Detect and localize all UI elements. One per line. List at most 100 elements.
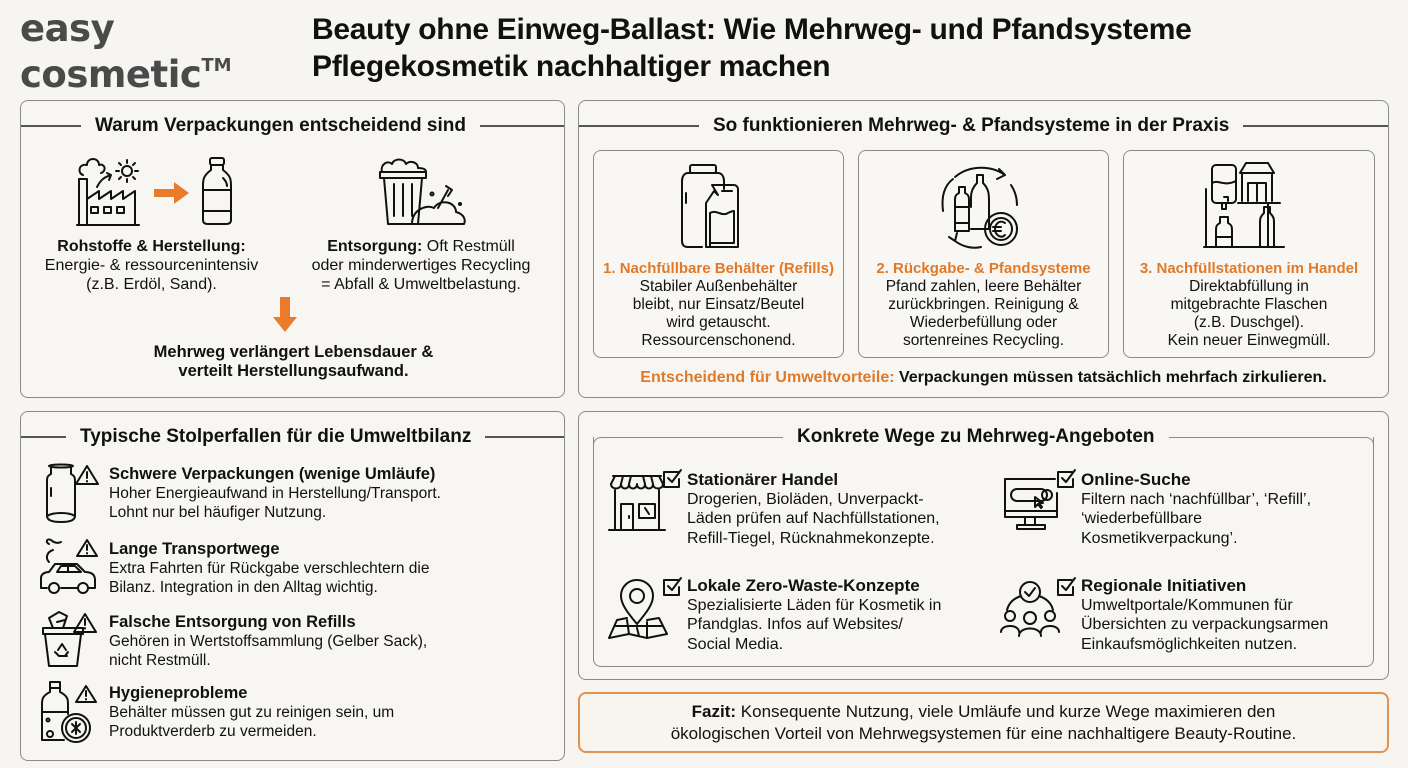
conclusion-label: Fazit: xyxy=(691,702,737,721)
divider xyxy=(579,125,699,127)
card-deposit: 2. Rückgabe- & Pfandsysteme Pfand zahlen… xyxy=(858,150,1109,358)
conclusion-line: Konsequente Nutzung, viele Umläufe und k… xyxy=(736,702,1276,721)
card-line: Wiederbefüllung oder xyxy=(909,314,1058,331)
checkbox-checked-icon xyxy=(661,468,683,490)
way-title: Regionale Initiativen xyxy=(1081,576,1247,595)
inner-frame xyxy=(593,437,1374,667)
divider xyxy=(479,125,564,127)
pitfall-title: Falsche Entsorgung von Refills xyxy=(109,613,356,631)
conclusion-line: ökologischen Vorteil von Mehrwegsystemen… xyxy=(670,724,1297,743)
refill-container-icon xyxy=(678,163,744,249)
card-line: (z.B. Duschgel). xyxy=(1193,314,1305,331)
way-item: Lokale Zero-Waste-Konzepte Spezialisiert… xyxy=(687,576,987,654)
section-heading: Konkrete Wege zu Mehrweg-Angeboten xyxy=(797,426,1155,447)
car-warning-icon xyxy=(37,536,99,598)
divider xyxy=(1243,125,1388,127)
way-line: Umweltportale/Kommunen für xyxy=(1081,596,1293,614)
pitfall-line: Extra Fahrten für Rückgabe verschlechter… xyxy=(109,560,430,577)
card-line: Ressourcenschonend. xyxy=(641,332,796,349)
community-group-icon xyxy=(999,578,1061,638)
way-title: Lokale Zero-Waste-Konzepte xyxy=(687,576,920,595)
pitfall-item: Lange Transportwege Extra Fahrten für Rü… xyxy=(109,540,549,597)
conclusion-line: verteilt Herstellungsaufwand. xyxy=(178,362,409,380)
card-line: zurückbringen. Reinigung & xyxy=(888,296,1079,313)
trash-can-icon xyxy=(376,156,468,228)
card-line: Kein neuer Einwegmüll. xyxy=(1167,332,1331,349)
way-item: Online-Suche Filtern nach ‘nachfüllbar’,… xyxy=(1081,470,1381,548)
pitfall-title: Lange Transportwege xyxy=(109,540,280,558)
disposal-line: Oft Restmüll xyxy=(422,238,515,255)
computer-search-icon xyxy=(1001,475,1061,533)
card-refill-stations: 3. Nachfüllstationen im Handel Direktabf… xyxy=(1123,150,1375,358)
panel-ways: Konkrete Wege zu Mehrweg-Angeboten Stati… xyxy=(578,411,1389,680)
card-refills: 1. Nachfüllbare Behälter (Refills) Stabi… xyxy=(593,150,844,358)
card-title: 2. Rückgabe- & Pfandsysteme xyxy=(876,260,1091,277)
pitfall-item: Falsche Entsorgung von Refills Gehören i… xyxy=(109,613,549,670)
way-line: Filtern nach ‘nachfüllbar’, ‘Refill’, xyxy=(1081,490,1312,508)
card-line: mitgebrachte Flaschen xyxy=(1170,296,1328,313)
panel-header: Typische Stolperfallen für die Umweltbil… xyxy=(21,424,564,450)
way-line: Drogerien, Bioläden, Unverpackt- xyxy=(687,490,924,508)
way-title: Online-Suche xyxy=(1081,470,1191,489)
way-title: Stationärer Handel xyxy=(687,470,839,489)
pitfall-line: Behälter müssen gut zu reinigen sein, um xyxy=(109,704,395,721)
production-line: Energie- & ressourcenintensiv xyxy=(44,257,259,274)
way-item: Regionale Initiativen Umweltportale/Komm… xyxy=(1081,576,1381,654)
divider xyxy=(21,125,81,127)
panel-header: So funktionieren Mehrweg- & Pfandsysteme… xyxy=(579,113,1388,139)
section-heading: Typische Stolperfallen für die Umweltbil… xyxy=(80,426,472,447)
pitfall-line: nicht Restmüll. xyxy=(109,652,211,669)
card-text: 3. Nachfüllstationen im Handel Direktabf… xyxy=(1124,260,1374,350)
card-line: Stabiler Außenbehälter xyxy=(639,278,798,295)
panel-how-it-works: So funktionieren Mehrweg- & Pfandsysteme… xyxy=(578,100,1389,398)
pitfall-item: Schwere Verpackungen (wenige Umläufe) Ho… xyxy=(109,465,549,522)
conclusion-line: Mehrweg verlängert Lebensdauer & xyxy=(153,343,434,361)
page-title: Beauty ohne Einweg-Ballast: Wie Mehrweg-… xyxy=(312,11,1392,85)
divider xyxy=(593,437,783,463)
logo-line-1: easy xyxy=(20,7,115,50)
checkbox-checked-icon xyxy=(1055,576,1077,598)
panel-header: Warum Verpackungen entscheidend sind xyxy=(21,113,564,139)
deposit-cycle-icon xyxy=(935,161,1027,251)
checkbox-checked-icon xyxy=(661,576,683,598)
key-note-label: Entscheidend für Umweltvorteile: xyxy=(640,369,895,386)
card-line: wird getauscht. xyxy=(666,314,771,331)
section-heading: So funktionieren Mehrweg- & Pfandsysteme… xyxy=(713,115,1230,136)
pitfall-title: Schwere Verpackungen (wenige Umläufe) xyxy=(109,465,436,483)
way-line: Läden prüfen auf Nachfüllstationen, xyxy=(687,510,940,527)
way-line: Spezialisierte Läden für Kosmetik in xyxy=(687,596,942,614)
card-line: Pfand zahlen, leere Behälter xyxy=(885,278,1082,295)
heavy-jar-warning-icon xyxy=(43,462,99,524)
checkbox-checked-icon xyxy=(1055,468,1077,490)
way-line: Refill-Tiegel, Rücknahmekonzepte. xyxy=(687,529,935,547)
production-label: Rohstoffe & Herstellung: xyxy=(57,238,246,255)
disposal-label: Entsorgung: xyxy=(327,238,423,255)
title-line-1: Beauty ohne Einweg-Ballast: Wie Mehrweg-… xyxy=(312,13,1192,46)
bottle-icon xyxy=(199,156,235,226)
pitfall-line: Hoher Energieaufwand in Herstellung/Tran… xyxy=(109,485,441,502)
way-line: Übersichten zu verpackungsarmen xyxy=(1081,616,1329,633)
divider xyxy=(485,436,564,438)
way-line: Einkaufsmöglichkeiten nutzen. xyxy=(1081,635,1298,653)
divider xyxy=(21,436,66,438)
way-line: Kosmetikverpackung’. xyxy=(1081,529,1238,547)
card-line: sortenreines Recycling. xyxy=(902,332,1065,349)
pitfall-line: Bilanz. Integration in den Alltag wichti… xyxy=(109,579,378,596)
pitfall-line: Lohnt nur bel häufiger Nutzung. xyxy=(109,504,327,521)
conclusion-text: Mehrweg verlängert Lebensdauer & verteil… xyxy=(81,343,506,381)
card-title: 3. Nachfüllstationen im Handel xyxy=(1139,260,1359,277)
arrow-down-icon xyxy=(272,297,298,333)
pitfall-item: Hygieneprobleme Behälter müssen gut zu r… xyxy=(109,684,549,741)
map-pin-icon xyxy=(607,576,669,642)
production-line: (z.B. Erdöl, Sand). xyxy=(86,276,217,293)
recycle-bin-warning-icon xyxy=(41,608,97,668)
brand-logo: easy cosmeticTM xyxy=(20,10,260,93)
pitfall-title: Hygieneprobleme xyxy=(109,684,248,702)
panel-header: Konkrete Wege zu Mehrweg-Angeboten xyxy=(593,424,1374,463)
refill-station-icon xyxy=(1202,161,1286,249)
panel-why-packaging: Warum Verpackungen entscheidend sind xyxy=(20,100,565,398)
way-line: ‘wiederbefüllbare xyxy=(1081,510,1202,527)
germ-bottle-warning-icon xyxy=(38,680,98,744)
disposal-line: = Abfall & Umweltbelastung. xyxy=(321,276,521,293)
card-title: 1. Nachfüllbare Behälter (Refills) xyxy=(603,260,834,277)
